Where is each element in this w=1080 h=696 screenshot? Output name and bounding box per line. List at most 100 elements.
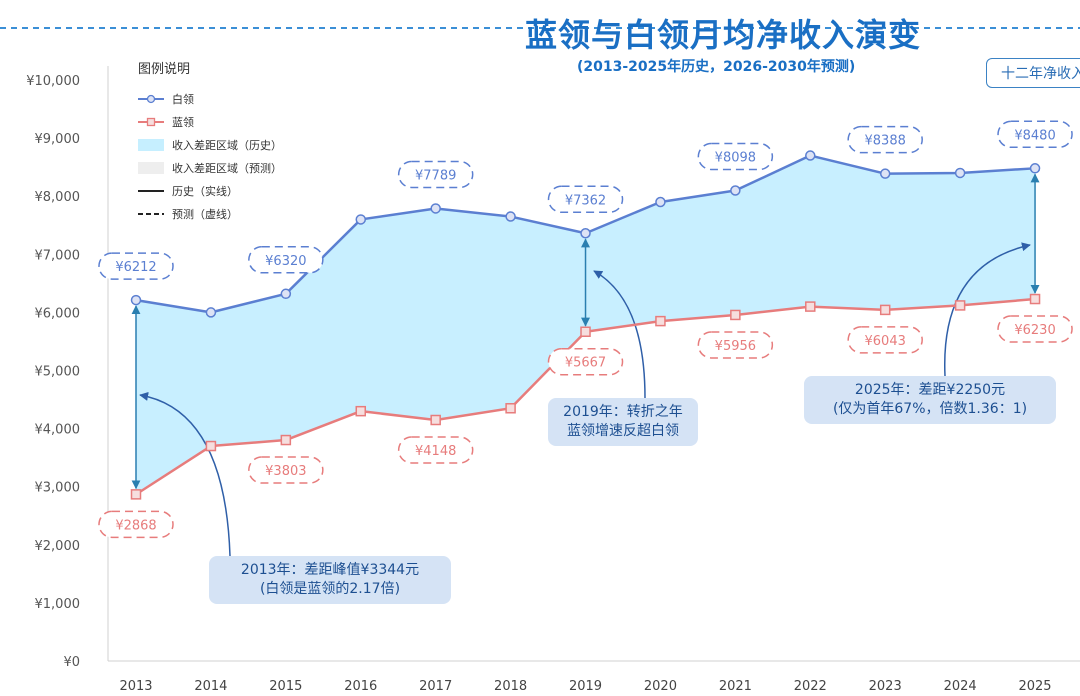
annotation-line: 2025年：差距¥2250元 [854,382,1006,398]
x-tick-label: 2025 [1018,679,1051,694]
white-collar-point [805,150,816,161]
blue-collar-point [355,405,367,417]
chart-title: 蓝领与白领月均净收入演变 [525,16,922,54]
white-collar-value-label: ¥6212 [115,260,156,275]
blue-collar-point [130,489,142,500]
annotation-2019: 2019年：转折之年 蓝领增速反超白领 [548,398,698,446]
legend-item: 收入差距区域（历史） [138,133,282,156]
blue-collar-point [954,300,966,311]
y-tick-label: ¥5,000 [35,365,81,380]
white-collar-point [505,211,516,222]
white-collar-value-label-bg [997,120,1073,149]
annotation-arrow-2013 [139,391,231,557]
legend-label: 收入差距区域（历史） [172,138,282,152]
white-collar-point [580,228,591,239]
legend-label: 白领 [172,92,194,106]
blue-collar-point [730,309,741,321]
legend-item: 预测（虚线） [138,202,282,225]
legend-swatch [138,138,164,151]
white-collar-value-label: ¥6320 [265,254,306,269]
series-markers [130,150,1041,500]
blue-collar-value-label-bg [397,436,474,464]
white-collar-point [430,203,441,214]
x-tick-label: 2024 [944,679,977,694]
legend-swatch [138,185,164,197]
annotation-2025: 2025年：差距¥2250元 (仅为首年67%，倍数1.36：1) [804,376,1056,424]
annotation-line: 2019年：转折之年 [563,404,683,420]
white-collar-value-label-bg [547,185,624,214]
legend-label: 蓝领 [172,115,194,129]
x-tick-label: 2013 [119,679,152,694]
legend-label: 预测（虚线） [172,207,238,221]
legend-label: 历史（实线） [172,184,238,198]
blue-collar-value-label: ¥5667 [565,356,606,371]
white-collar-point [280,288,292,300]
legend-swatch [138,208,164,220]
y-tick-label: ¥2,000 [35,539,81,554]
x-tick-label: 2017 [419,679,452,694]
y-tick-label: ¥3,000 [35,481,81,496]
white-collar-point [1029,163,1041,174]
x-tick-label: 2022 [794,679,827,694]
legend-item: 收入差距区域（预测） [138,156,282,179]
blue-collar-point [879,304,891,316]
x-tick-label: 2018 [494,679,527,694]
blue-collar-point [280,434,292,446]
blue-collar-point [1029,293,1041,305]
blue-collar-value-label-bg [847,326,923,354]
blue-collar-point [655,315,666,327]
white-collar-value-label: ¥8388 [865,134,906,149]
white-collar-value-label: ¥8098 [715,151,756,166]
blue-collar-value-label-bg [547,347,624,376]
annotation-line: 蓝领增速反超白领 [567,423,679,439]
white-collar-point [954,167,966,179]
legend: 图例说明 白领蓝领收入差距区域（历史）收入差距区域（预测）历史（实线）预测（虚线… [138,58,282,225]
x-tick-label: 2023 [869,679,902,694]
white-collar-point [205,307,217,318]
white-collar-point [130,294,142,306]
white-collar-value-label-bg [248,246,324,274]
gap-arrows [131,173,1040,490]
white-collar-point [879,168,891,179]
white-collar-point [655,196,666,208]
chart-subtitle: (2013-2025年历史，2026-2030年预测) [577,59,856,75]
legend-item: 白领 [138,87,282,110]
blue-collar-value-label-bg [98,510,174,539]
annotation-arrow-2025 [944,242,1031,377]
blue-collar-value-label: ¥2868 [115,518,156,533]
legend-swatch [138,93,164,105]
y-tick-label: ¥10,000 [26,74,80,89]
blue-collar-value-label: ¥6043 [865,334,906,349]
blue-collar-point [505,403,516,414]
x-tick-label: 2016 [344,679,377,694]
y-tick-label: ¥4,000 [35,423,81,438]
x-tick-label: 2019 [569,679,602,694]
x-tick-label: 2014 [194,679,227,694]
data-labels: ¥6212 ¥6320 ¥7789 ¥7362 ¥8098 ¥8388 ¥8480 ¥2868… [98,120,1073,539]
legend-swatch [138,161,164,174]
legend-label: 收入差距区域（预测） [172,161,282,175]
white-collar-value-label: ¥8480 [1014,128,1055,143]
annotation-2013: 2013年：差距峰值¥3344元 (白领是蓝领的2.17倍) [209,556,451,604]
legend-swatch [138,116,164,128]
x-tick-label: 2021 [719,679,752,694]
legend-item: 蓝领 [138,110,282,133]
blue-collar-value-label: ¥4148 [415,444,456,459]
white-collar-value-label: ¥7362 [565,193,606,208]
y-tick-label: ¥8,000 [35,190,81,205]
white-collar-value-label: ¥7789 [415,168,456,183]
y-tick-label: ¥6,000 [35,306,81,321]
blue-collar-point [580,326,591,337]
y-tick-label: ¥0 [63,655,80,670]
blue-collar-value-label-bg [248,456,324,484]
annotation-line: (仅为首年67%，倍数1.36：1) [832,401,1028,417]
summary-box: 十二年净收入 [986,58,1080,88]
x-tick-label: 2015 [269,679,302,694]
blue-collar-value-label: ¥3803 [265,464,306,479]
white-collar-value-label-bg [697,142,774,171]
annotation-arrow-2019 [593,270,646,399]
y-tick-label: ¥1,000 [35,597,81,612]
x-tick-label: 2020 [644,679,677,694]
white-collar-point [355,214,367,225]
